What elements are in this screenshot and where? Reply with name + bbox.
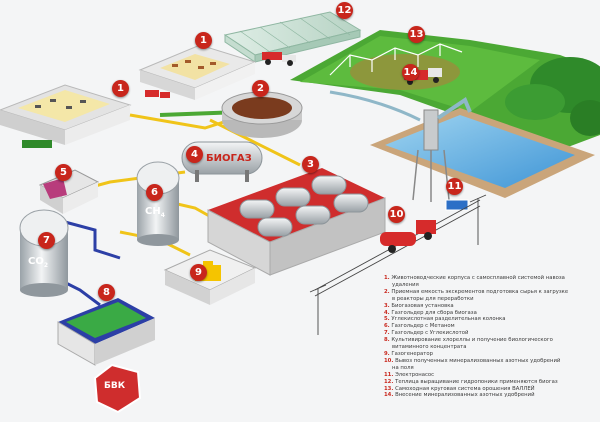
- electric-pump: [445, 199, 469, 211]
- legend: 1. Животноводческие корпуса с самосплавн…: [384, 275, 598, 399]
- legend-text: Вывоз полученных минерализованных азотны…: [395, 357, 561, 364]
- legend-text: Газгольдер с Углекислотой: [391, 330, 469, 337]
- legend-number: 12.: [384, 378, 394, 385]
- legend-text: Электронасос: [395, 371, 435, 378]
- legend-item: 8. Культивирование хлореллы и получение …: [384, 337, 598, 344]
- legend-number: 13.: [384, 385, 394, 392]
- legend-text: Самоходная круговая система орошения ВАЛ…: [395, 385, 535, 392]
- badge-1-top: 1: [195, 32, 212, 49]
- legend-number: 10.: [384, 357, 394, 364]
- legend-item: 2. Приемная емкость экскрементов подгото…: [384, 289, 598, 296]
- reception-tank: [221, 91, 303, 138]
- legend-item: 1. Животноводческие корпуса с самосплавн…: [384, 275, 598, 282]
- legend-text: Животноводческие корпуса с самосплавной …: [391, 275, 565, 281]
- gas-generator-house: [163, 249, 257, 305]
- legend-item-continuation: витаминного концентрата: [392, 344, 467, 351]
- transport-truck: [380, 220, 436, 253]
- forest: [505, 57, 600, 136]
- badge-10: 10: [388, 206, 405, 223]
- legend-number: 7.: [384, 330, 390, 337]
- co2-formula: CO: [28, 256, 44, 267]
- legend-text: Приемная емкость экскрементов подготовка…: [391, 288, 569, 295]
- legend-number: 4.: [384, 309, 390, 316]
- legend-item: 10. Вывоз полученных минерализованных аз…: [384, 358, 598, 365]
- badge-7: 7: [38, 232, 55, 249]
- badge-8: 8: [98, 284, 115, 301]
- legend-number: 6.: [384, 323, 390, 330]
- barn-1-back: [138, 44, 257, 100]
- co2-label: CO2: [28, 256, 48, 269]
- badge-11: 11: [446, 178, 463, 195]
- badge-4: 4: [186, 146, 203, 163]
- legend-item: 12. Теплица выращивание гидропоники прим…: [384, 379, 598, 386]
- badge-1-left: 1: [112, 80, 129, 97]
- methane-label: CH4: [145, 206, 165, 219]
- legend-item-continuation: удаления: [392, 281, 419, 288]
- legend-item: 6. Газгольдер с Метаном: [384, 323, 598, 330]
- badge-6: 6: [146, 184, 163, 201]
- separation-column: [38, 169, 100, 214]
- methane-holder: [136, 161, 180, 246]
- badge-3: 3: [302, 156, 319, 173]
- legend-item: 5. Углекислотная разделительная колонка: [384, 316, 598, 323]
- irrigation-system: [329, 43, 463, 76]
- badge-5: 5: [55, 164, 72, 181]
- legend-number: 1.: [384, 275, 390, 281]
- legend-number: 11.: [384, 371, 394, 378]
- legend-item: 7. Газгольдер с Углекислотой: [384, 330, 598, 337]
- tractor-12: [262, 52, 296, 66]
- field-13: [290, 30, 600, 150]
- legend-text: Газогенератор: [391, 350, 433, 357]
- legend-item: 4. Газгольдер для сбора биогаза: [384, 310, 598, 317]
- bvk-sign: [93, 363, 142, 414]
- water-tower: [329, 90, 472, 202]
- legend-text: Газгольдер для сбора биогаза: [391, 309, 477, 316]
- badge-9: 9: [190, 264, 207, 281]
- legend-text: Внесение минерализованных азотных удобре…: [395, 392, 535, 399]
- badge-2: 2: [252, 80, 269, 97]
- legend-number: 3.: [384, 302, 390, 309]
- legend-item-continuation: на поля: [392, 364, 414, 371]
- badge-12: 12: [336, 2, 353, 19]
- biogas-label: БИОГАЗ: [206, 153, 252, 164]
- legend-text: Биогазовая установка: [391, 302, 454, 309]
- co2-subscript: 2: [43, 262, 49, 269]
- badge-13: 13: [408, 26, 425, 43]
- barn-1-front: [0, 84, 132, 148]
- legend-item-continuation: в реакторы для переработки: [392, 295, 474, 302]
- chlorella-basin: [57, 298, 155, 366]
- legend-number: 5.: [384, 316, 390, 323]
- legend-text: Культивирование хлореллы и получение био…: [391, 337, 553, 344]
- legend-item: 9. Газогенератор: [384, 351, 598, 358]
- legend-item: 3. Биогазовая установка: [384, 303, 598, 310]
- legend-number: 8.: [384, 337, 390, 344]
- methane-subscript: 4: [160, 212, 165, 219]
- methane-formula: CH: [145, 206, 161, 217]
- legend-number: 2.: [384, 288, 390, 295]
- legend-item: 11. Электронасос: [384, 372, 598, 379]
- legend-item: 14. Внесение минерализованных азотных уд…: [384, 392, 598, 399]
- bvk-label: БВК: [104, 381, 126, 391]
- co2-holder: [19, 209, 69, 297]
- legend-number: 9.: [384, 350, 390, 357]
- legend-text: Углекислотная разделительная колонка: [391, 316, 506, 323]
- legend-text: Газгольдер с Метаном: [391, 323, 455, 330]
- badge-14: 14: [402, 64, 419, 81]
- red-tractor-top: [145, 90, 170, 98]
- legend-item: 13. Самоходная круговая система орошения…: [384, 386, 598, 393]
- power-lines: [309, 194, 487, 335]
- legend-text: Теплица выращивание гидропоники применяю…: [395, 378, 558, 385]
- legend-number: 14.: [384, 392, 394, 399]
- biogas-plant: [207, 168, 386, 276]
